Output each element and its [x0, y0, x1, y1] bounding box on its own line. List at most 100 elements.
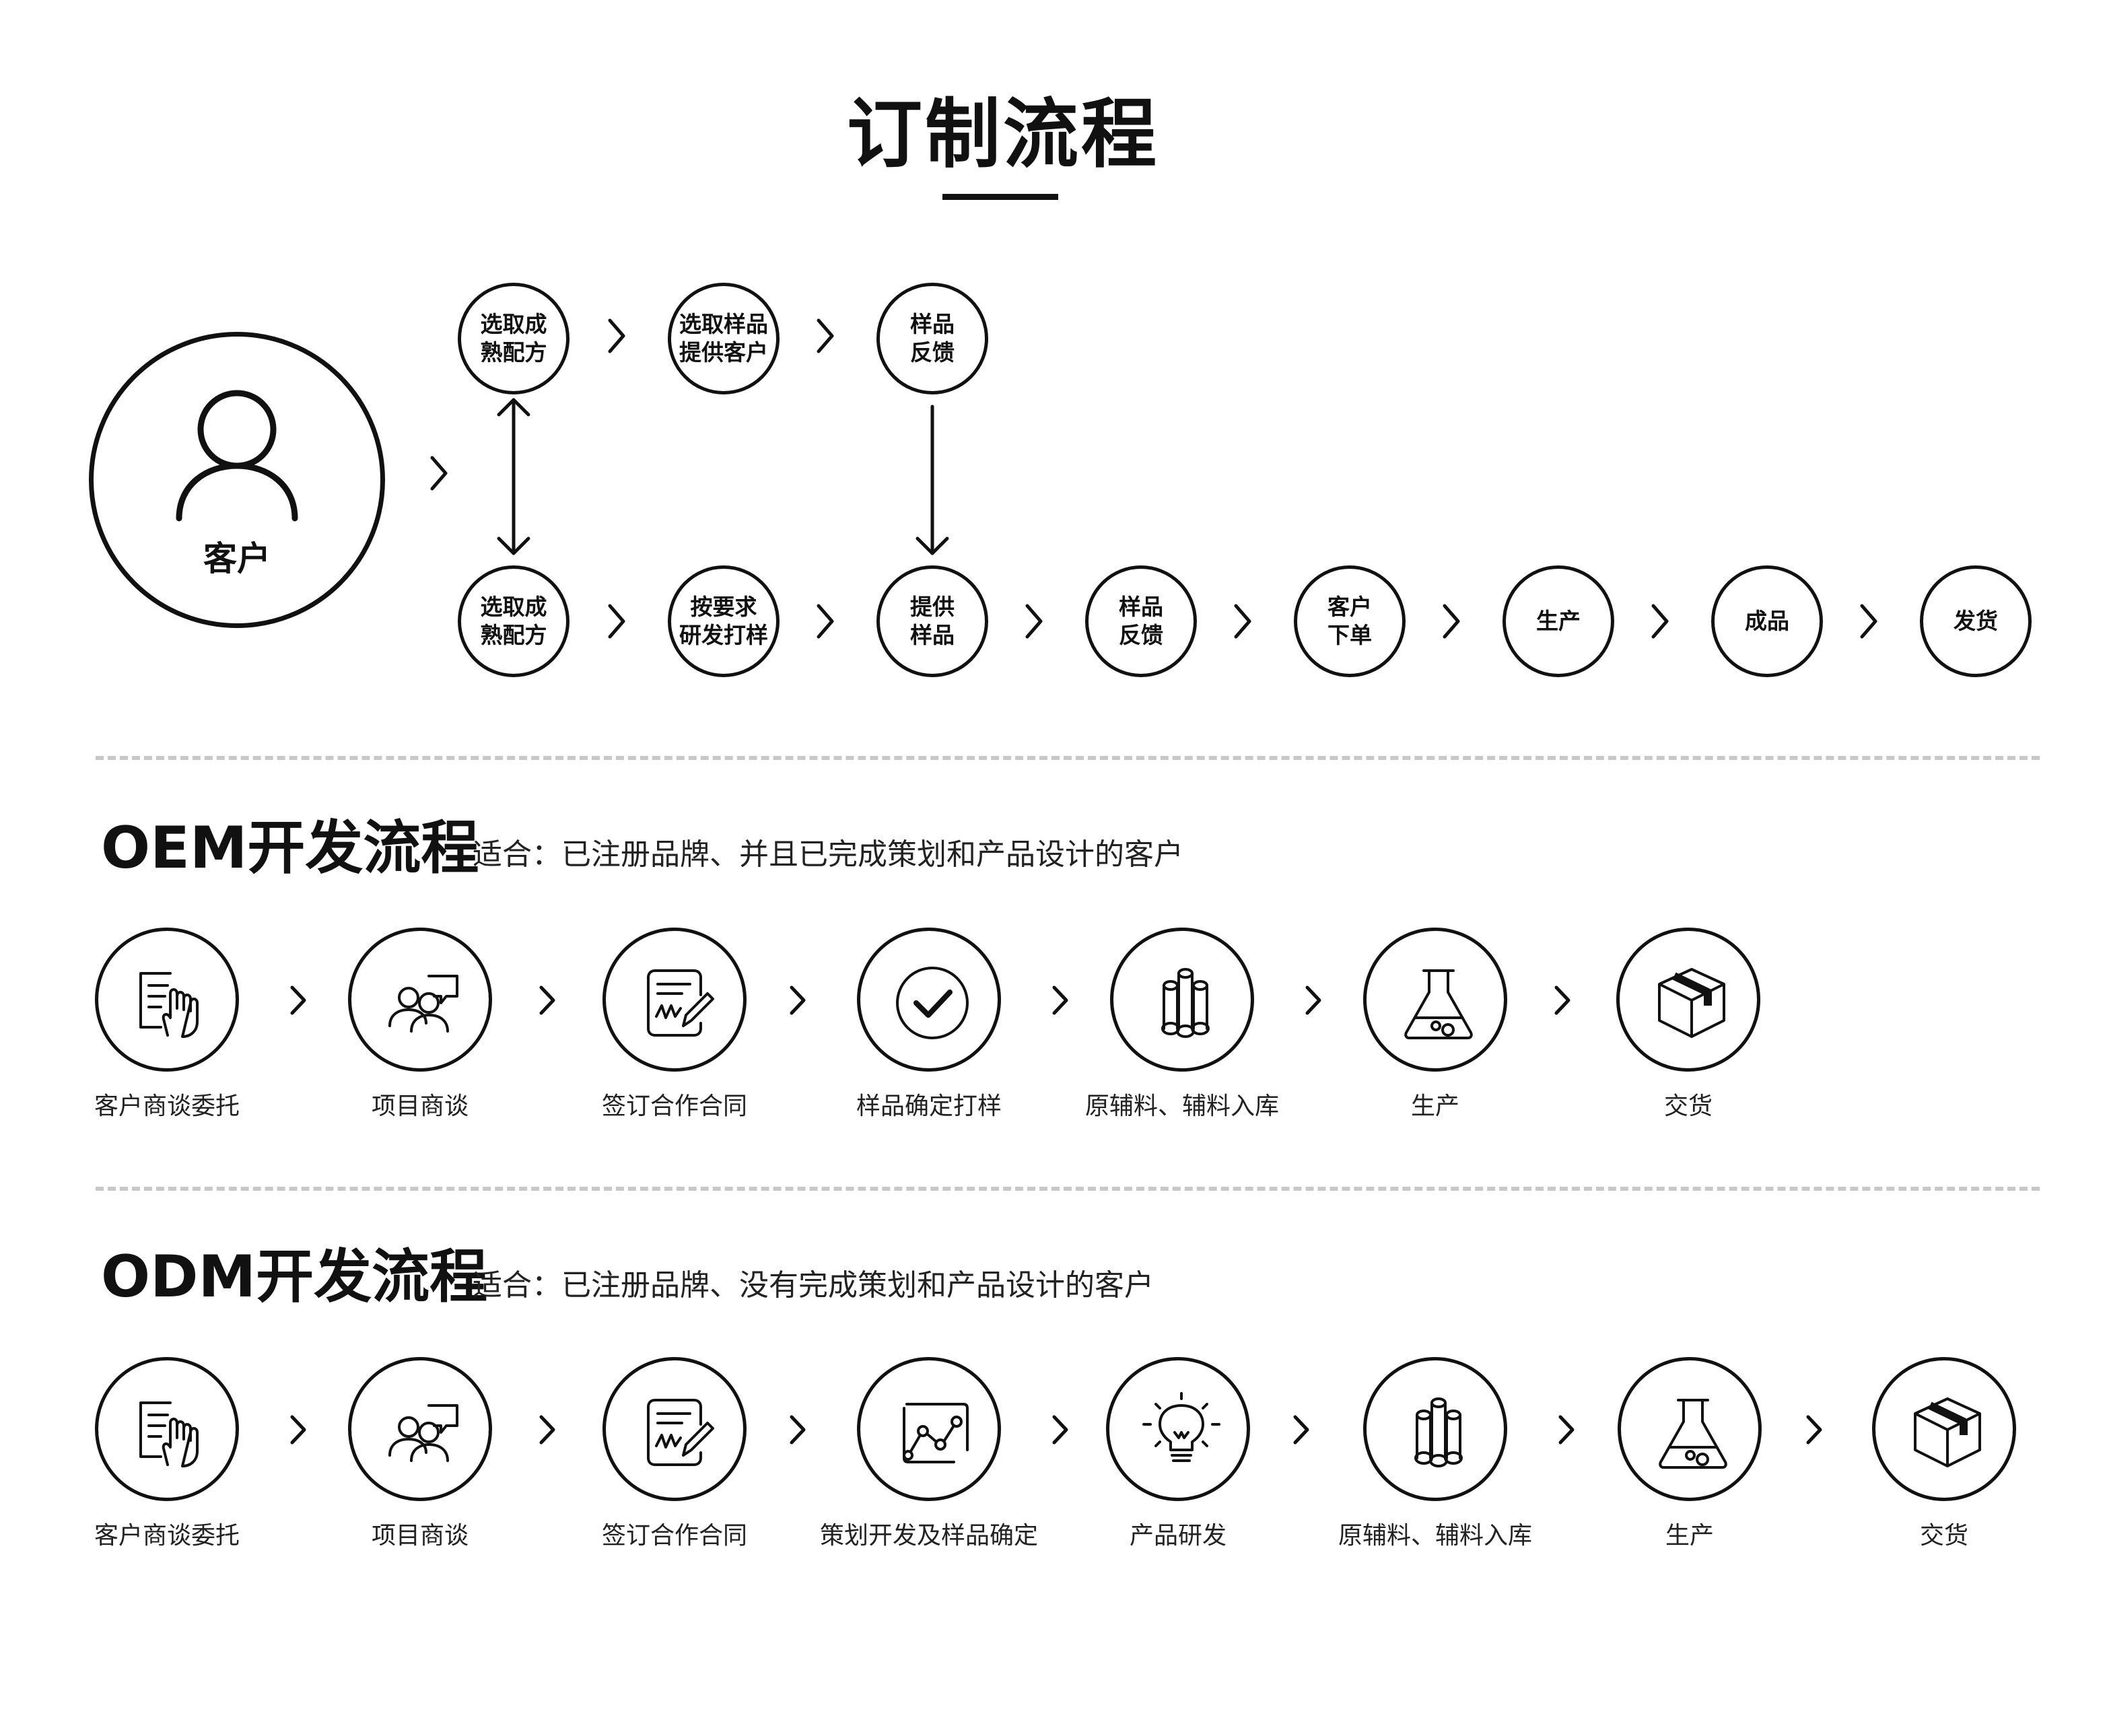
chevron-right-icon [608, 318, 625, 353]
people-chat-icon [388, 975, 458, 1033]
chevron-right-icon [1860, 604, 1877, 639]
step-label: 交货 [1919, 1522, 1968, 1550]
step-label: 签订合作合同 [601, 1092, 747, 1120]
custom-top-step: 选取成 熟配方 [458, 283, 569, 394]
material-rolls-icon [1414, 1397, 1463, 1467]
lightbulb-icon [1142, 1392, 1220, 1462]
oem-step [1363, 928, 1507, 1072]
step-label: 交货 [1663, 1092, 1713, 1120]
oem-step [348, 928, 492, 1072]
odm-step [348, 1357, 492, 1501]
step-label: 客户商谈委托 [94, 1092, 240, 1120]
odm-step [857, 1357, 1001, 1501]
custom-top-step: 样品 反馈 [876, 283, 988, 394]
chevron-right-icon [1293, 1415, 1309, 1445]
step-label: 客户商谈委托 [94, 1522, 240, 1550]
custom-bottom-step: 提供 样品 [876, 565, 988, 677]
step-label: 项目商谈 [371, 1522, 469, 1550]
step-label: 提供 样品 [910, 594, 955, 648]
step-label: 样品 反馈 [910, 311, 955, 366]
user-icon [176, 390, 298, 522]
material-rolls-icon [1161, 968, 1210, 1038]
title-underline [942, 194, 1058, 200]
document-hand-icon [139, 972, 199, 1038]
flask-icon [1404, 969, 1473, 1039]
contract-sign-icon [647, 1399, 714, 1466]
oem-subtitle: 适合：已注册品牌、并且已完成策划和产品设计的客户 [473, 837, 1183, 872]
chart-board-icon [903, 1403, 969, 1463]
chevron-right-icon [1443, 604, 1460, 639]
step-label: 签订合作合同 [601, 1522, 747, 1550]
step-label: 发货 [1954, 608, 1998, 634]
contract-sign-icon [647, 969, 714, 1037]
chevron-right-icon [608, 604, 625, 639]
step-label: 成品 [1745, 608, 1789, 634]
oem-step [857, 928, 1001, 1072]
chevron-right-icon [539, 985, 555, 1015]
package-box-icon [1658, 968, 1725, 1038]
step-label: 生产 [1410, 1092, 1459, 1120]
document-hand-icon [139, 1401, 199, 1467]
chevron-right-icon [1025, 604, 1043, 639]
step-label: 客户 下单 [1327, 594, 1372, 648]
section-divider [96, 1187, 2040, 1191]
chevron-right-icon [430, 456, 448, 491]
step-label: 选取样品 提供客户 [679, 311, 768, 366]
chevron-right-icon [1554, 985, 1570, 1015]
chevron-right-icon [1305, 985, 1321, 1015]
odm-step [1872, 1357, 2016, 1501]
step-label: 样品 反馈 [1119, 594, 1163, 648]
chevron-right-icon [1558, 1415, 1575, 1445]
chevron-right-icon [1651, 604, 1669, 639]
step-label: 样品确定打样 [856, 1092, 1002, 1120]
step-label: 原辅料、辅料入库 [1338, 1522, 1532, 1550]
custom-bottom-step: 生产 [1502, 565, 1614, 677]
odm-step [95, 1357, 239, 1501]
oem-step [1616, 928, 1760, 1072]
package-box-icon [1914, 1397, 1981, 1467]
step-label: 原辅料、辅料入库 [1084, 1092, 1279, 1120]
chevron-right-icon [790, 1415, 806, 1445]
oem-step [1110, 928, 1254, 1072]
odm-step [1106, 1357, 1250, 1501]
step-label: 项目商谈 [371, 1092, 469, 1120]
oem-step [95, 928, 239, 1072]
arrow-down-icon [497, 536, 530, 555]
step-label: 选取成 熟配方 [480, 311, 547, 366]
step-label: 选取成 熟配方 [480, 594, 547, 648]
step-label: 策划开发及样品确定 [819, 1522, 1038, 1550]
arrow-down-icon [916, 536, 949, 555]
customer-label: 客户 [203, 539, 271, 578]
chevron-right-icon [1806, 1415, 1822, 1445]
step-label: 生产 [1665, 1522, 1714, 1550]
odm-title: ODM开发流程 [101, 1243, 488, 1311]
oem-title: OEM开发流程 [101, 814, 479, 882]
custom-bottom-step: 客户 下单 [1294, 565, 1406, 677]
chevron-right-icon [1052, 985, 1068, 1015]
custom-bottom-step: 按要求 研发打样 [668, 565, 780, 677]
people-chat-icon [388, 1404, 458, 1462]
customer-node [89, 332, 385, 628]
step-label: 按要求 研发打样 [679, 594, 768, 648]
odm-subtitle: 适合：已注册品牌、没有完成策划和产品设计的客户 [473, 1268, 1154, 1303]
custom-bottom-step: 发货 [1920, 565, 2032, 677]
chevron-right-icon [1052, 1415, 1068, 1445]
chevron-right-icon [817, 318, 834, 353]
chevron-right-icon [290, 985, 306, 1015]
check-circle-icon [896, 967, 969, 1039]
custom-top-step: 选取样品 提供客户 [668, 283, 780, 394]
custom-bottom-step: 选取成 熟配方 [458, 565, 569, 677]
step-label: 产品研发 [1129, 1522, 1227, 1550]
arrow-up-icon [497, 398, 530, 417]
step-label: 生产 [1536, 608, 1581, 634]
odm-step [1363, 1357, 1507, 1501]
custom-bottom-step: 样品 反馈 [1085, 565, 1197, 677]
oem-step [602, 928, 747, 1072]
flask-icon [1659, 1399, 1727, 1469]
page-title: 订制流程 [847, 91, 1159, 178]
odm-step [602, 1357, 747, 1501]
odm-step [1618, 1357, 1762, 1501]
custom-bottom-step: 成品 [1711, 565, 1823, 677]
custom-flow-connectors [430, 318, 1877, 639]
chevron-right-icon [790, 985, 806, 1015]
